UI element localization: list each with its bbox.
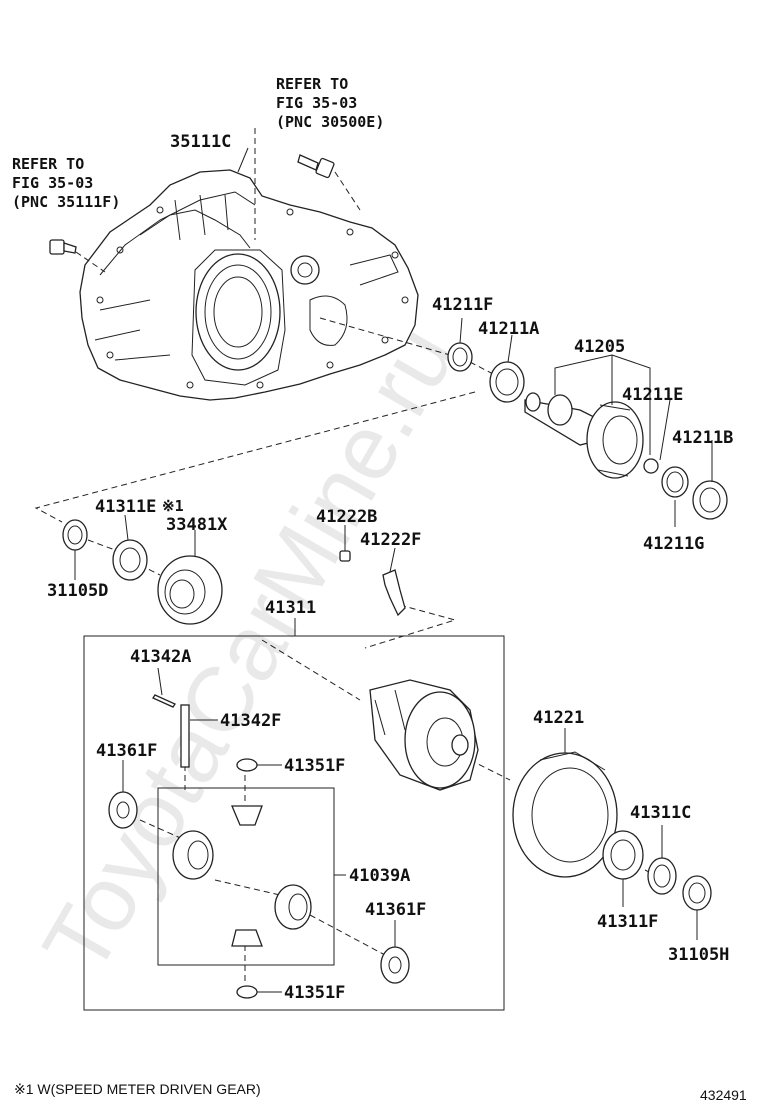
bolt-30500e xyxy=(297,154,335,179)
shim-41311c xyxy=(647,857,677,895)
reference-left-line1: REFER TO xyxy=(12,155,84,173)
label-41361f-left: 41361F xyxy=(96,741,157,761)
ball-41211e xyxy=(643,458,659,474)
label-41311c: 41311C xyxy=(630,803,691,823)
label-41342a: 41342A xyxy=(130,647,191,667)
label-41311f: 41311F xyxy=(597,912,658,932)
reference-top-line1: REFER TO xyxy=(276,75,348,93)
reference-left: REFER TO FIG 35-03 (PNC 35111F) xyxy=(12,155,120,211)
label-41039a: 41039A xyxy=(349,866,410,886)
plate-41222f xyxy=(382,569,406,617)
shaft-41342f xyxy=(180,704,190,768)
side-gear-left xyxy=(172,830,214,880)
race-41211g xyxy=(661,466,689,498)
reference-left-line3: (PNC 35111F) xyxy=(12,193,120,211)
pinion-gear-kit-box xyxy=(157,787,335,966)
reference-top-line2: FIG 35-03 xyxy=(276,94,357,112)
bearing-41211b xyxy=(692,480,728,520)
label-41211e: 41211E xyxy=(622,385,683,405)
side-gear-right xyxy=(274,884,312,930)
pinion-gear-bottom xyxy=(231,929,263,947)
label-41351f-bottom: 41351F xyxy=(284,983,345,1003)
label-41205: 41205 xyxy=(574,337,625,357)
bearing-41211a xyxy=(489,361,525,403)
differential-case xyxy=(369,679,479,791)
oil-seal-31105d xyxy=(62,519,88,551)
label-41211g: 41211G xyxy=(643,534,704,554)
reference-top: REFER TO FIG 35-03 (PNC 30500E) xyxy=(276,75,384,131)
label-31105d: 31105D xyxy=(47,581,108,601)
label-41211a: 41211A xyxy=(478,319,539,339)
washer-41351f-bottom xyxy=(236,985,258,999)
bolt-35111f xyxy=(49,239,77,255)
label-41222f: 41222F xyxy=(360,530,421,550)
ring-gear-41221 xyxy=(512,751,618,878)
label-41222b: 41222B xyxy=(316,507,377,527)
diagram-number: 432491 xyxy=(700,1087,747,1103)
pin-41342a xyxy=(152,694,176,708)
bearing-41311e xyxy=(112,539,148,581)
pinion-gear-top xyxy=(231,805,263,826)
bolt-41222b xyxy=(339,550,351,562)
gear-33481x xyxy=(157,555,223,625)
label-41311e-mark: ※1 xyxy=(162,497,184,515)
label-41311: 41311 xyxy=(265,598,316,618)
label-41361f-right: 41361F xyxy=(365,900,426,920)
label-41351f-top: 41351F xyxy=(284,756,345,776)
label-31105h: 31105H xyxy=(668,945,729,965)
label-33481x: 33481X xyxy=(166,515,228,535)
label-41211f: 41211F xyxy=(432,295,493,315)
washer-41361f-right xyxy=(380,946,410,984)
drive-pinion-41205 xyxy=(524,392,644,479)
label-41221: 41221 xyxy=(533,708,584,728)
reference-top-line3: (PNC 30500E) xyxy=(276,113,384,131)
oil-seal-31105h xyxy=(682,875,712,911)
washer-41351f-top xyxy=(236,758,258,772)
label-41211b: 41211B xyxy=(672,428,733,448)
differential-assembly-box xyxy=(83,635,505,1011)
label-41342f: 41342F xyxy=(220,711,281,731)
footnote: ※1 W(SPEED METER DRIVEN GEAR) xyxy=(14,1081,261,1097)
label-35111c: 35111C xyxy=(170,132,231,152)
washer-41361f-left xyxy=(108,791,138,829)
transaxle-case xyxy=(79,169,419,401)
label-41311e: 41311E xyxy=(95,497,156,517)
oil-seal-41211f xyxy=(447,342,473,372)
reference-left-line2: FIG 35-03 xyxy=(12,174,93,192)
bearing-41311f xyxy=(602,830,644,880)
